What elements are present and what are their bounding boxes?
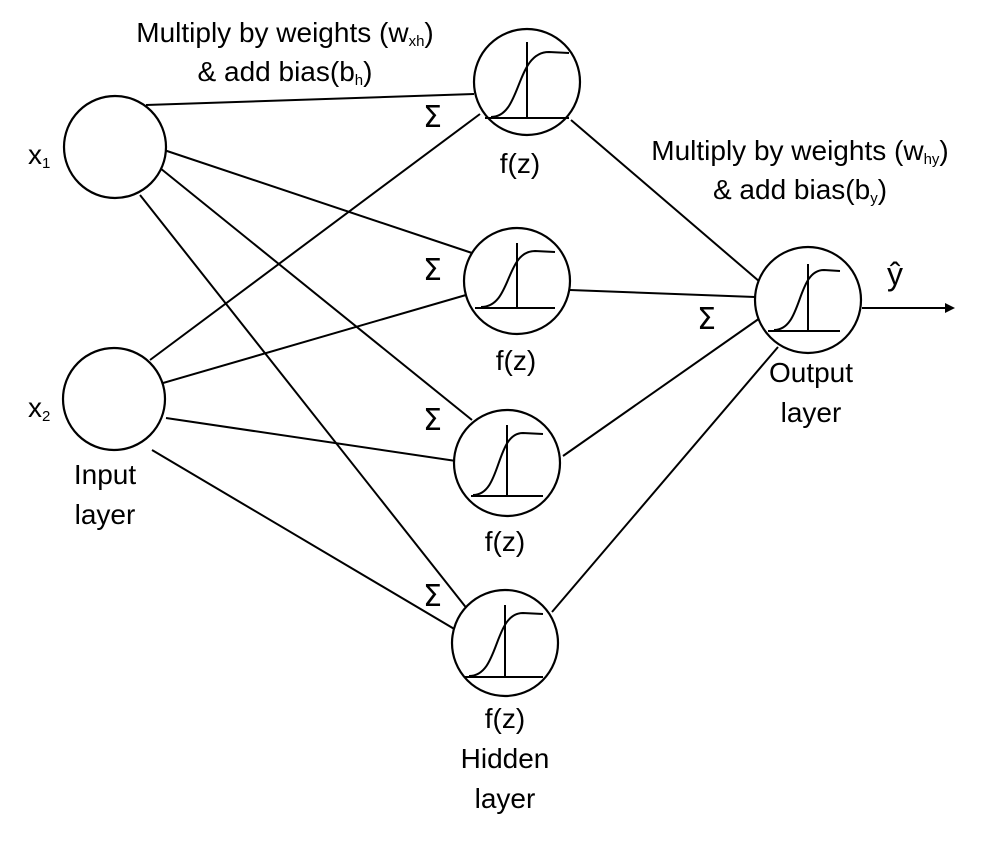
input-weights-annotation-line1: Multiply by weights (wxh) xyxy=(136,17,434,50)
output-node xyxy=(753,245,863,355)
hidden-layer-caption-line2: layer xyxy=(474,783,536,814)
output-weights-annotation-line1: Multiply by weights (why) xyxy=(651,135,949,168)
sigmoid-icon xyxy=(471,425,544,497)
input-node-x1 xyxy=(62,94,168,200)
input-label-x1: x1 xyxy=(28,139,51,172)
edge-x1-h2 xyxy=(163,149,473,254)
hidden-node-3 xyxy=(452,408,562,518)
input-node-x2 xyxy=(61,346,167,452)
output-label-yhat: ŷ xyxy=(887,256,903,292)
sum-symbol-h4: Σ xyxy=(423,579,442,614)
output-weights-annotation-line2: & add bias(by) xyxy=(712,174,888,207)
edge-h4-out xyxy=(551,346,779,613)
edge-x1-h3 xyxy=(159,167,473,421)
output-layer-caption-line2: layer xyxy=(780,397,842,428)
hidden-node-1 xyxy=(472,27,582,137)
sigmoid-icon xyxy=(768,264,841,332)
sum-symbol-h3: Σ xyxy=(423,403,442,438)
activation-label-h1: f(z) xyxy=(499,148,541,179)
activation-label-h2: f(z) xyxy=(495,345,537,376)
hidden-layer-caption-line1: Hidden xyxy=(460,743,550,774)
activation-label-h4: f(z) xyxy=(484,703,526,734)
activation-label-h3: f(z) xyxy=(484,526,526,557)
edge-h3-out xyxy=(562,317,761,457)
edge-x1-h1 xyxy=(145,93,475,106)
edge-x2-h4 xyxy=(151,449,457,631)
sum-symbol-h1: Σ xyxy=(423,100,442,135)
edge-x1-h4 xyxy=(139,194,469,611)
input-weights-annotation-line2: & add bias(bh) xyxy=(197,56,373,89)
sigmoid-icon xyxy=(475,243,556,309)
edge-x2-h2 xyxy=(162,294,467,384)
hidden-node-4 xyxy=(450,588,560,698)
output-layer-caption-line1: Output xyxy=(768,357,854,388)
sum-symbol-output: Σ xyxy=(697,302,716,337)
sum-symbol-h2: Σ xyxy=(423,253,442,288)
sigmoid-icon xyxy=(465,605,544,678)
input-layer-caption-line2: layer xyxy=(74,499,136,530)
hidden-node-2 xyxy=(462,226,572,336)
edge-h1-out xyxy=(570,119,761,283)
input-label-x2: x2 xyxy=(28,392,51,425)
edge-x2-h1 xyxy=(149,113,481,361)
input-layer-caption-line1: Input xyxy=(73,459,137,490)
edge-x2-h3 xyxy=(165,417,457,462)
edge-h2-out xyxy=(569,289,756,298)
sigmoid-icon xyxy=(485,42,570,119)
